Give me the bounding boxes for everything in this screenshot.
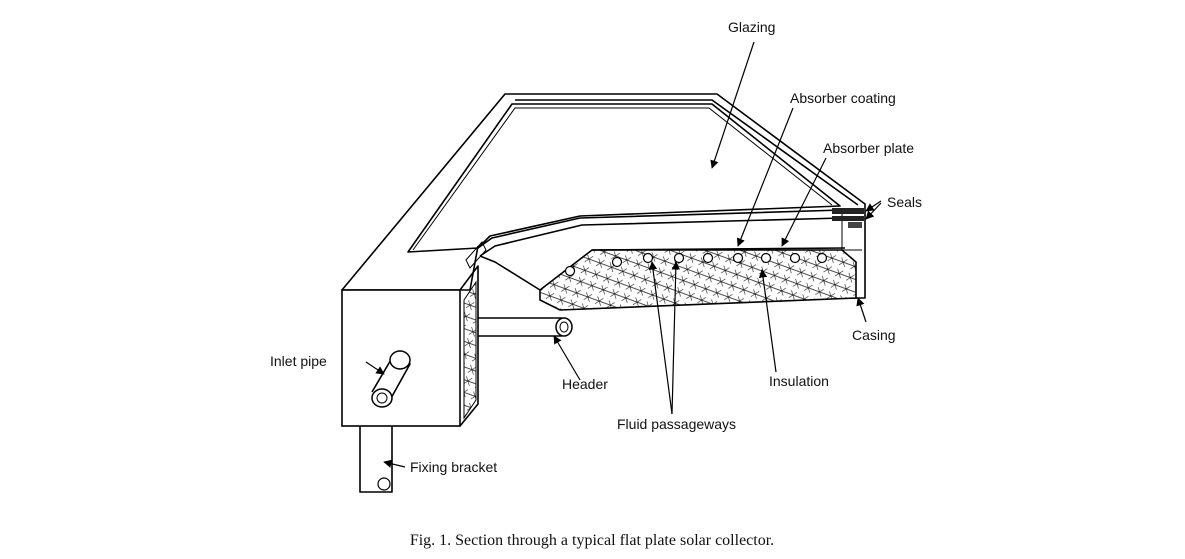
label-absorber-plate: Absorber plate: [823, 140, 914, 156]
label-casing: Casing: [852, 327, 896, 343]
label-header: Header: [562, 376, 608, 392]
header-pipe: [478, 317, 573, 337]
inlet-pipe: [371, 350, 411, 408]
label-fixing-bracket: Fixing bracket: [410, 459, 497, 475]
fixing-bracket: [359, 426, 393, 493]
label-inlet-pipe: Inlet pipe: [270, 353, 327, 369]
label-glazing: Glazing: [728, 19, 775, 35]
label-seals: Seals: [887, 194, 922, 210]
figure-caption: Fig. 1. Section through a typical flat p…: [410, 532, 774, 549]
seals: [832, 208, 864, 228]
leader-lines: [365, 41, 882, 468]
glazing-panel: [407, 103, 841, 253]
label-absorber-coating: Absorber coating: [790, 90, 896, 106]
fluid-passageways: [564, 252, 828, 277]
label-fluid-passageways: Fluid passageways: [617, 416, 736, 432]
end-casing-box: [341, 241, 487, 427]
label-insulation: Insulation: [769, 373, 829, 389]
